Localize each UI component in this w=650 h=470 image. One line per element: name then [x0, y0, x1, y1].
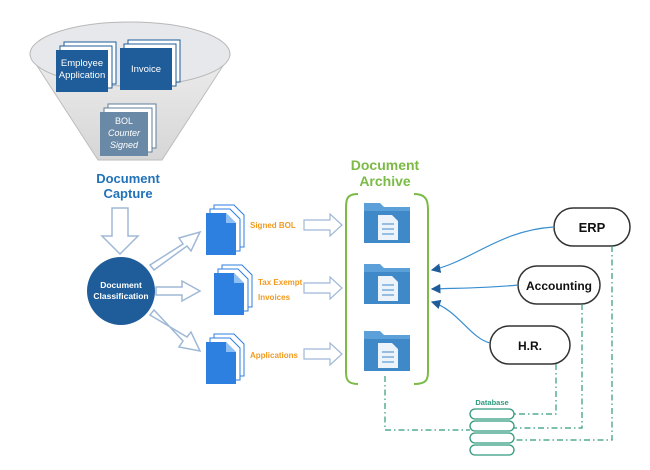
- employee-application-doc: Employee Application: [56, 41, 117, 92]
- archive-folder-1: [364, 203, 410, 243]
- bol-doc-label-3: Signed: [110, 140, 139, 150]
- capture-title-2: Capture: [103, 186, 152, 201]
- tax-exempt-label-2: Invoices: [258, 293, 291, 302]
- bol-doc-label-1: BOL: [115, 116, 133, 126]
- database-connectors: [384, 246, 613, 441]
- signed-bol-doc-icon: [206, 204, 245, 255]
- tax-exempt-doc-icon: [214, 264, 253, 315]
- classification-label-1: Document: [100, 280, 142, 290]
- archive-title-2: Archive: [359, 173, 411, 189]
- applications-arrow: [303, 341, 343, 367]
- archive-folder-2: [364, 264, 410, 304]
- erp-label: ERP: [579, 220, 606, 235]
- accounting-label: Accounting: [526, 279, 592, 293]
- archive-bracket-right: [413, 193, 429, 385]
- system-connectors: [430, 226, 555, 344]
- archive-folder-3: [364, 331, 410, 371]
- tax-exempt-arrow: [303, 275, 343, 301]
- classification-node: Document Classification: [87, 257, 155, 325]
- bol-doc-label-2: Counter: [108, 128, 141, 138]
- employee-doc-label-1: Employee: [61, 58, 103, 69]
- hr-node: H.R.: [489, 325, 571, 365]
- applications-label: Applications: [250, 351, 299, 360]
- erp-node: ERP: [553, 207, 631, 247]
- capture-down-arrow: [100, 207, 140, 256]
- capture-title-1: Document: [96, 171, 160, 186]
- employee-doc-label-2: Application: [59, 70, 105, 81]
- classification-label-2: Classification: [93, 291, 148, 301]
- classification-arrows: [148, 230, 202, 353]
- applications-doc-icon: [206, 333, 245, 384]
- invoice-doc-label: Invoice: [131, 64, 161, 75]
- hr-label: H.R.: [518, 339, 542, 353]
- database-label: Database: [475, 398, 508, 407]
- archive-title-1: Document: [351, 157, 420, 173]
- signed-bol-arrow: [303, 212, 343, 238]
- bol-doc: BOL Counter Signed: [100, 103, 157, 156]
- signed-bol-label: Signed BOL: [250, 221, 296, 230]
- accounting-node: Accounting: [517, 265, 601, 305]
- invoice-doc: Invoice: [120, 39, 181, 90]
- archive-bracket-left: [345, 193, 359, 385]
- database-icon: [469, 408, 515, 456]
- tax-exempt-label-1: Tax Exempt: [258, 278, 303, 287]
